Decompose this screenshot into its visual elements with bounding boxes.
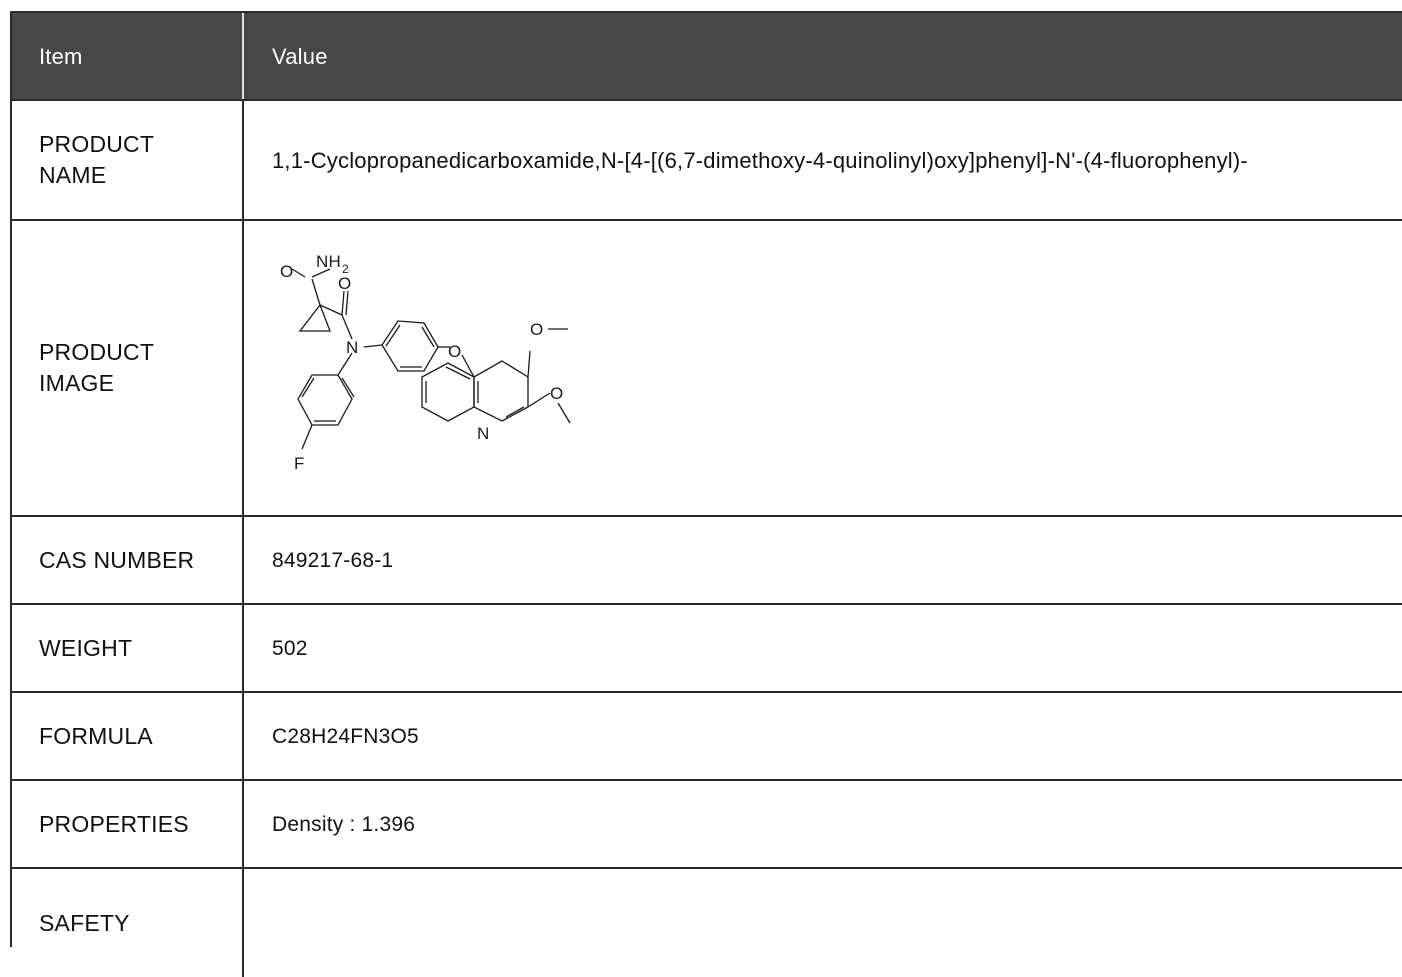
cas-number-value: 849217-68-1 (272, 548, 394, 572)
product-name-value: 1,1-Cyclopropanedicarboxamide,N-[4-[(6,7… (272, 147, 1248, 173)
table-header-row: Item Value (12, 13, 1402, 101)
row-label: SAFETY (12, 869, 244, 977)
table-row-weight: WEIGHT 502 (12, 605, 1402, 693)
row-label: CAS NUMBER (12, 517, 244, 603)
atom-oxygen: O (280, 262, 293, 281)
row-label: PRODUCT NAME (12, 101, 244, 219)
properties-value: Density : 1.396 (272, 812, 416, 836)
atom-nitrogen: N (346, 338, 358, 357)
table-row-properties: PROPERTIES Density : 1.396 (12, 781, 1402, 869)
chemical-structure-image: O NH 2 O N O O O N F (280, 252, 571, 473)
atom-oxygen: O (530, 320, 543, 339)
atom-oxygen: O (448, 342, 461, 361)
product-spec-table: Item Value PRODUCT NAME 1,1-Cyclopropane… (10, 11, 1402, 977)
safety-value (244, 869, 1402, 977)
weight-value: 502 (272, 636, 308, 660)
formula-value: C28H24FN3O5 (272, 724, 419, 748)
atom-fluorine: F (294, 454, 305, 473)
table-row-safety: SAFETY (12, 869, 1402, 977)
atom-nitrogen: N (477, 424, 489, 443)
product-image-cell: O NH 2 O N O O O N F (244, 221, 1402, 515)
header-item: Item (12, 13, 244, 99)
table-row-formula: FORMULA C28H24FN3O5 (12, 693, 1402, 781)
row-label: WEIGHT (12, 605, 244, 691)
row-label: PRODUCT IMAGE (12, 221, 244, 515)
table-row-product-name: PRODUCT NAME 1,1-Cyclopropanedicarboxami… (12, 101, 1402, 221)
atom-subscript: 2 (342, 262, 349, 276)
atom-nitrogen: NH (316, 252, 341, 271)
atom-oxygen: O (550, 384, 563, 403)
row-label: PROPERTIES (12, 781, 244, 867)
atom-oxygen: O (338, 274, 351, 293)
header-value: Value (272, 43, 328, 69)
table-row-cas-number: CAS NUMBER 849217-68-1 (12, 517, 1402, 605)
table-row-product-image: PRODUCT IMAGE (12, 221, 1402, 517)
row-label: FORMULA (12, 693, 244, 779)
